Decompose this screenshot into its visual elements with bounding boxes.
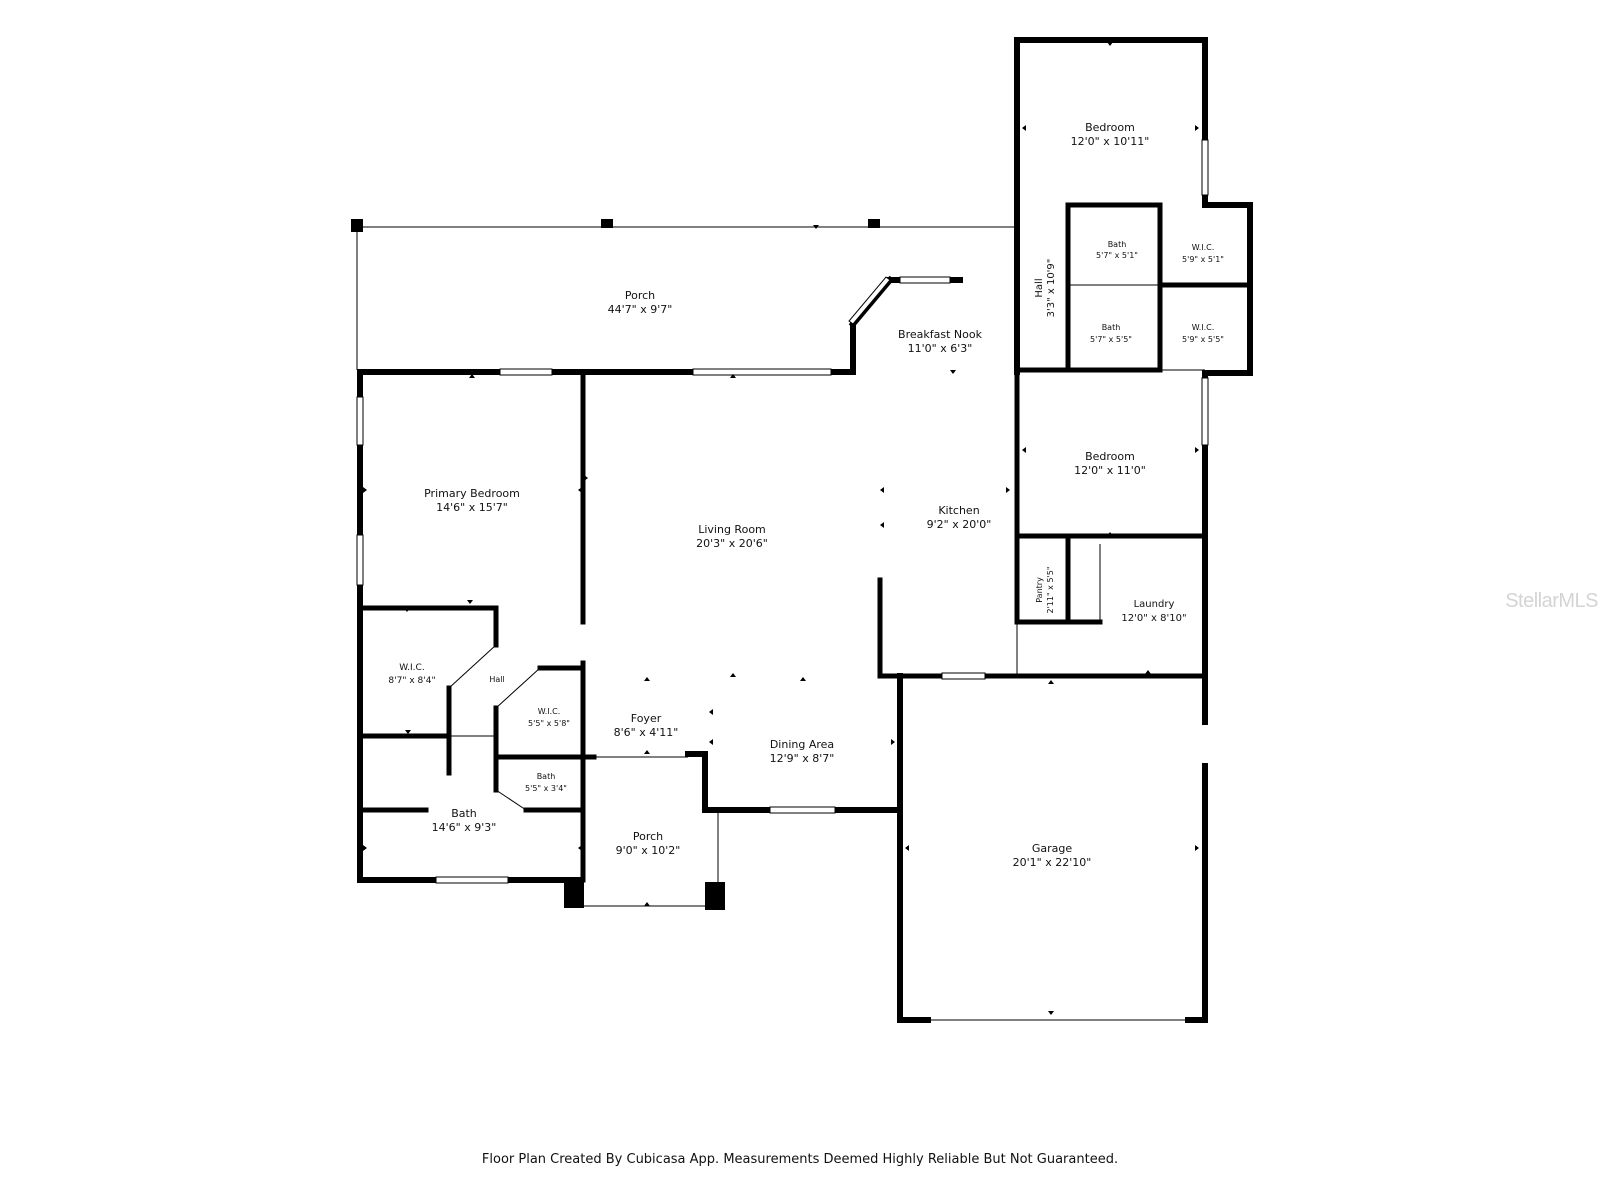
dim-wic-a: 5'9" x 5'1" [1182,255,1224,264]
label-porch-front: Porch [633,830,663,843]
label-foyer: Foyer [631,712,662,725]
dim-porch-back: 44'7" x 9'7" [608,303,673,316]
label-pantry: Pantry [1035,577,1044,603]
dim-bath-a: 5'7" x 5'1" [1096,251,1138,260]
label-garage: Garage [1032,842,1073,855]
label-laundry: Laundry [1134,599,1175,610]
label-porch-back: Porch [625,289,655,302]
dim-dining-area: 12'9" x 8'7" [770,752,835,765]
label-wic-primary: W.I.C. [399,663,424,673]
label-wic-a: W.I.C. [1192,243,1215,252]
dim-wic-primary: 8'7" x 8'4" [388,676,435,686]
windows [356,139,1209,884]
dim-primary-bedroom: 14'6" x 15'7" [436,501,508,514]
dim-wic-b: 5'9" x 5'5" [1182,335,1224,344]
dim-kitchen: 9'2" x 20'0" [927,518,992,531]
dim-bedroom-top: 12'0" x 10'11" [1071,135,1150,148]
label-bath-small: Bath [537,772,556,781]
dim-foyer: 8'6" x 4'11" [614,726,679,739]
label-wic-b: W.I.C. [1192,323,1215,332]
tick-marks [363,42,1199,1015]
label-hall-left: Hall [489,675,504,684]
label-living-room: Living Room [698,523,766,536]
dim-breakfast-nook: 11'0" x 6'3" [908,342,973,355]
dim-hall-right: 3'3" x 10'9" [1046,259,1057,318]
label-breakfast-nook: Breakfast Nook [898,328,983,341]
label-bath-primary: Bath [451,807,477,820]
dim-pantry: 2'11" x 5'5" [1046,566,1055,613]
dim-living-room: 20'3" x 20'6" [696,537,768,550]
label-hall-right: Hall [1034,278,1045,297]
porch-back-outline [351,219,1016,370]
watermark-stellarmls: StellarMLS [1505,590,1598,612]
footer-disclaimer: Floor Plan Created By Cubicasa App. Meas… [481,1152,1119,1167]
dim-bedroom-mid: 12'0" x 11'0" [1074,464,1146,477]
label-bath-a: Bath [1108,240,1127,249]
interior-walls [357,202,1253,883]
label-kitchen: Kitchen [938,504,979,517]
dim-garage: 20'1" x 22'10" [1013,856,1092,869]
label-primary-bedroom: Primary Bedroom [424,487,520,500]
dim-porch-front: 9'0" x 10'2" [616,844,681,857]
label-dining-area: Dining Area [770,738,834,751]
dim-bath-small: 5'5" x 3'4" [525,784,567,793]
label-wic-small: W.I.C. [538,707,561,716]
label-bath-b: Bath [1102,323,1121,332]
room-labels: Bedroom 12'0" x 10'11" Porch 44'7" x 9'7… [388,121,1224,869]
dim-bath-b: 5'7" x 5'5" [1090,335,1132,344]
label-bedroom-top: Bedroom [1085,121,1135,134]
label-bedroom-mid: Bedroom [1085,450,1135,463]
dim-bath-primary: 14'6" x 9'3" [432,821,497,834]
dim-wic-small: 5'5" x 5'8" [528,719,570,728]
dim-laundry: 12'0" x 8'10" [1121,613,1186,624]
exterior-walls [357,37,1253,1023]
